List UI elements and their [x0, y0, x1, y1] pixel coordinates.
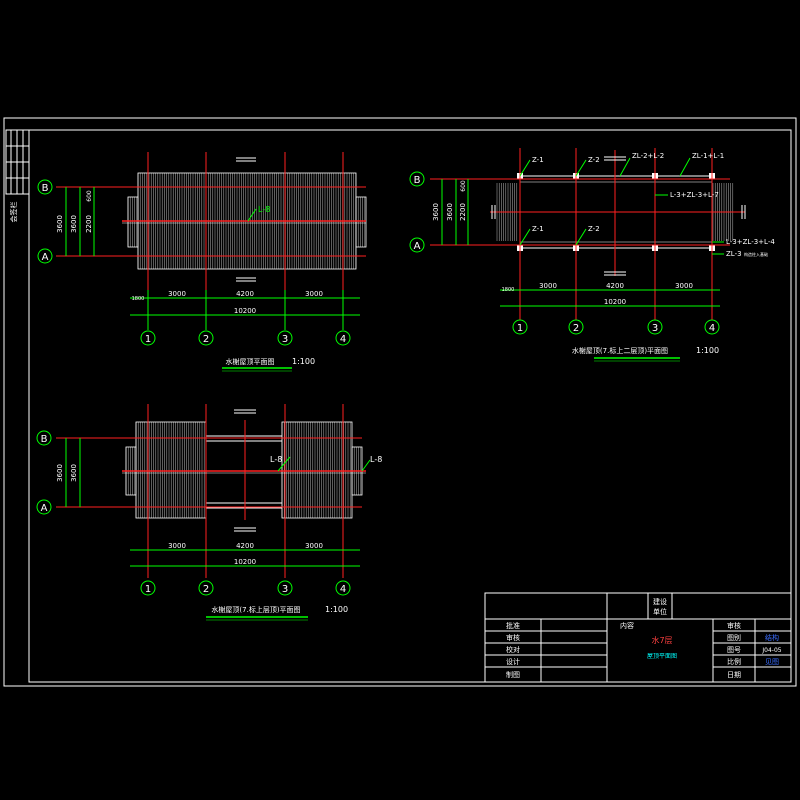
plan1-left-dim-inner-2: 600: [86, 190, 93, 202]
plan1-axis-1: 1: [145, 334, 151, 345]
plan2-left-dim-1: 3600: [432, 203, 440, 221]
title-block-drawing-name: 屋顶平面图: [647, 653, 677, 660]
plan3-dim-4200: 4200: [236, 542, 254, 550]
plan1-left-dim-inner-1: 2200: [85, 215, 93, 233]
plan3-row-label-a: A: [41, 503, 48, 514]
plan3-axis-3: 3: [282, 584, 288, 595]
plan1-dim-3000b: 3000: [305, 290, 323, 298]
title-block-unit-label-2: 单位: [653, 607, 667, 616]
plan3-row-label-b: B: [41, 434, 48, 445]
plan2-axis-4: 4: [709, 323, 715, 334]
plan3-left-dim-2: 3600: [70, 464, 78, 482]
title-block-row-approve: 批准: [506, 621, 520, 630]
plan3: L-8 L-8 3600 3600 B A 3000 4200 3000 102…: [36, 404, 382, 621]
plan1-axis-2: 2: [203, 334, 209, 345]
plan2-beam-callout-5: ZL-3: [726, 250, 742, 258]
plan1-title: 水榭屋顶平面图: [226, 357, 275, 366]
plan2-left-dim-inner-1: 2200: [459, 203, 467, 221]
plan2-beam-callout-3: L-3+ZL-3+L-7: [670, 191, 719, 199]
plan3-axis-2: 2: [203, 584, 209, 595]
plan2-dim-total: 10200: [604, 298, 626, 306]
plan3-beam-callout-1: L-8: [270, 455, 282, 464]
title-block-right-row-2: 图别: [727, 633, 741, 642]
title-block-row-design: 设计: [506, 657, 520, 666]
plan1-row-label-b: B: [42, 183, 49, 194]
plan2-row-label-a: A: [414, 241, 421, 252]
plan2-col-label-3: Z-1: [532, 225, 544, 233]
plan3-dim-total: 10200: [234, 558, 256, 566]
plan1-axis-4: 4: [340, 334, 346, 345]
title-block-right-row-5: 日期: [727, 671, 741, 679]
plan1-left-dim-1: 3600: [56, 215, 64, 233]
inner-border: [28, 129, 792, 683]
plan2-beam-note: 构造柱入基础: [744, 251, 768, 257]
plan1-scale: 1:100: [292, 357, 315, 366]
plan2-dim-3000a: 3000: [539, 282, 557, 290]
title-block-right-row-3: 图号: [727, 646, 741, 654]
plan2: Z-1 Z-2 Z-1 Z-2 ZL-2+L-2 ZL-1+L-1 L-3+ZL…: [409, 148, 775, 362]
plan3-scale: 1:100: [325, 605, 348, 614]
plan1-dim-3000a: 3000: [168, 290, 186, 298]
plan3-dim-3000b: 3000: [305, 542, 323, 550]
plan2-col-label-1: Z-1: [532, 156, 544, 164]
plan2-title: 水榭屋顶(7.标上二层顶)平面图: [572, 346, 668, 355]
plan1: L-8 3600 3600 2200 600 B A 3000 4200 300…: [37, 152, 367, 372]
plan2-col-label-2: Z-2: [588, 156, 600, 164]
plan1-dim-small: 1800: [132, 296, 145, 302]
plan3-axis-1: 1: [145, 584, 151, 595]
side-strip: 会签栏: [5, 129, 30, 223]
plan2-axis-2: 2: [573, 323, 579, 334]
plan3-dim-3000a: 3000: [168, 542, 186, 550]
title-block-row-draw: 制图: [506, 670, 520, 679]
title-block-right-row-4: 比例: [727, 657, 741, 666]
plan2-dim-3000b: 3000: [675, 282, 693, 290]
title-block: 建设 单位 内容 水7层 屋顶平面图 批准 审核 校对 设计 制图 审核 图别 …: [484, 592, 792, 683]
plan3-axis-4: 4: [340, 584, 346, 595]
plan2-axis-1: 1: [517, 323, 523, 334]
title-block-content-label: 内容: [620, 621, 634, 630]
plan2-dim-4200: 4200: [606, 282, 624, 290]
outer-border: [3, 117, 797, 687]
plan2-row-label-b: B: [414, 175, 421, 186]
title-block-value-2: J04-05: [761, 647, 781, 654]
plan1-beam-callout: L-8: [258, 205, 270, 214]
plan1-dim-4200: 4200: [236, 290, 254, 298]
title-block-value-1: 结构: [765, 633, 779, 642]
plan1-left-dim-2: 3600: [70, 215, 78, 233]
plan3-left-dim-1: 3600: [56, 464, 64, 482]
plan1-dim-total: 10200: [234, 307, 256, 315]
plan2-beam-callout-1: ZL-2+L-2: [632, 152, 664, 160]
plan2-beam-callout-4: L-3+ZL-3+L-4: [726, 238, 775, 246]
side-strip-label: 会签栏: [9, 202, 18, 223]
plan3-beam-callout-2: L-8: [370, 455, 382, 464]
title-block-right-row-1: 审核: [727, 621, 741, 630]
plan3-title: 水榭屋顶(7.标上层顶)平面图: [211, 605, 300, 614]
plan2-dim-small: 1800: [502, 287, 515, 293]
plan1-row-label-a: A: [42, 252, 49, 263]
plan2-beam-callout-2: ZL-1+L-1: [692, 152, 724, 160]
plan2-col-label-4: Z-2: [588, 225, 600, 233]
plan1-axis-3: 3: [282, 334, 288, 345]
plan2-left-dim-inner-2: 600: [460, 180, 467, 192]
title-block-row-review: 审核: [506, 633, 520, 642]
plan2-left-dim-2: 3600: [446, 203, 454, 221]
title-block-unit-label-1: 建设: [653, 597, 667, 606]
plan2-scale: 1:100: [696, 346, 719, 355]
title-block-drawing-no: 水7层: [651, 635, 672, 645]
title-block-value-3: 见图: [765, 658, 779, 666]
plan2-axis-3: 3: [652, 323, 658, 334]
title-block-row-check: 校对: [506, 645, 520, 654]
